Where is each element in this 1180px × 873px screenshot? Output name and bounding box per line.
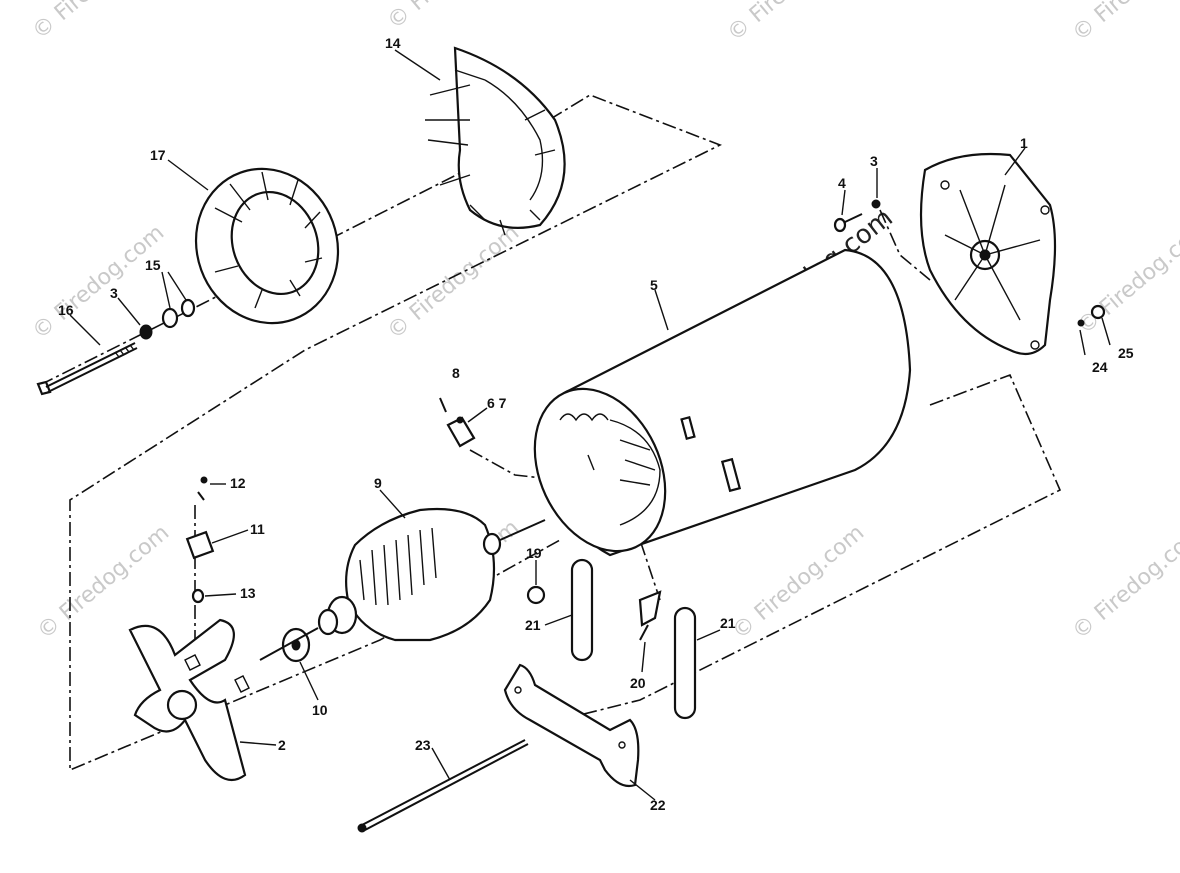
watermark: © Firedog.com xyxy=(723,0,864,47)
callout-4: 4 xyxy=(838,175,846,191)
part-16-through-bolt xyxy=(36,342,138,396)
part-8-screw xyxy=(439,397,447,413)
callout-15: 15 xyxy=(145,257,161,273)
callout-24: 24 xyxy=(1092,359,1108,375)
part-3-lockwasher-right xyxy=(871,199,881,209)
callout-3-right: 3 xyxy=(870,153,878,169)
callout-3-left: 3 xyxy=(110,285,118,301)
part-20-clip xyxy=(638,590,662,641)
part-11-brush-holder xyxy=(185,530,215,560)
watermark: © Firedog.com xyxy=(28,0,169,45)
watermark: © Firedog.com xyxy=(1068,520,1180,644)
part-21-strap-right xyxy=(673,606,697,720)
part-25-nut xyxy=(1090,304,1106,320)
part-5-stator-housing xyxy=(533,248,912,557)
callout-13: 13 xyxy=(240,585,256,601)
callout-22: 22 xyxy=(650,797,666,813)
part-14-fan xyxy=(425,46,566,236)
callout-21-right: 21 xyxy=(720,615,736,631)
part-19-washer xyxy=(526,585,546,605)
callout-5: 5 xyxy=(650,277,658,293)
watermark: © Firedog.com xyxy=(383,220,524,344)
watermark: © Firedog.com xyxy=(1068,0,1180,47)
part-2-end-plate xyxy=(128,618,250,782)
callout-1: 1 xyxy=(1020,135,1028,151)
part-21-strap-left xyxy=(570,558,594,662)
part-6-7-brush-assembly xyxy=(446,416,476,448)
part-15-washers xyxy=(161,298,196,329)
callout-25: 25 xyxy=(1118,345,1134,361)
part-17-fan-baffle xyxy=(194,167,340,325)
part-23-rod xyxy=(357,739,529,833)
callout-6-7: 6 7 xyxy=(487,395,507,411)
callout-21-left: 21 xyxy=(525,617,541,633)
centerline-lower xyxy=(559,373,1062,721)
callout-14: 14 xyxy=(385,35,401,51)
callout-20: 20 xyxy=(630,675,646,691)
callout-8: 8 xyxy=(452,365,460,381)
callout-labels: 1 2 3 3 4 5 6 7 8 9 10 11 12 13 14 15 16… xyxy=(58,35,1134,813)
callout-19: 19 xyxy=(526,545,542,561)
callout-17: 17 xyxy=(150,147,166,163)
armature-commutator xyxy=(259,595,358,661)
leader-lines xyxy=(69,49,1111,801)
part-1-end-bell xyxy=(919,152,1057,356)
part-3-lockwasher-left xyxy=(139,324,153,340)
watermark: © Firedog.com xyxy=(383,0,524,35)
callout-23: 23 xyxy=(415,737,431,753)
part-22-mounting-bracket xyxy=(503,663,640,788)
callout-11: 11 xyxy=(250,521,265,537)
centerline-end-bell xyxy=(879,209,931,281)
part-13-terminal xyxy=(191,588,205,604)
callout-16: 16 xyxy=(58,302,74,318)
part-4-screw xyxy=(833,213,863,233)
callout-10: 10 xyxy=(312,702,328,718)
watermark: © Firedog.com xyxy=(728,520,869,644)
watermark: © Firedog.com xyxy=(1073,215,1180,339)
part-24-washer xyxy=(1077,319,1085,327)
callout-2: 2 xyxy=(278,737,286,753)
callout-12: 12 xyxy=(230,475,246,491)
callout-9: 9 xyxy=(374,475,382,491)
part-12-screw xyxy=(197,476,208,501)
watermark: © Firedog.com xyxy=(33,520,174,644)
